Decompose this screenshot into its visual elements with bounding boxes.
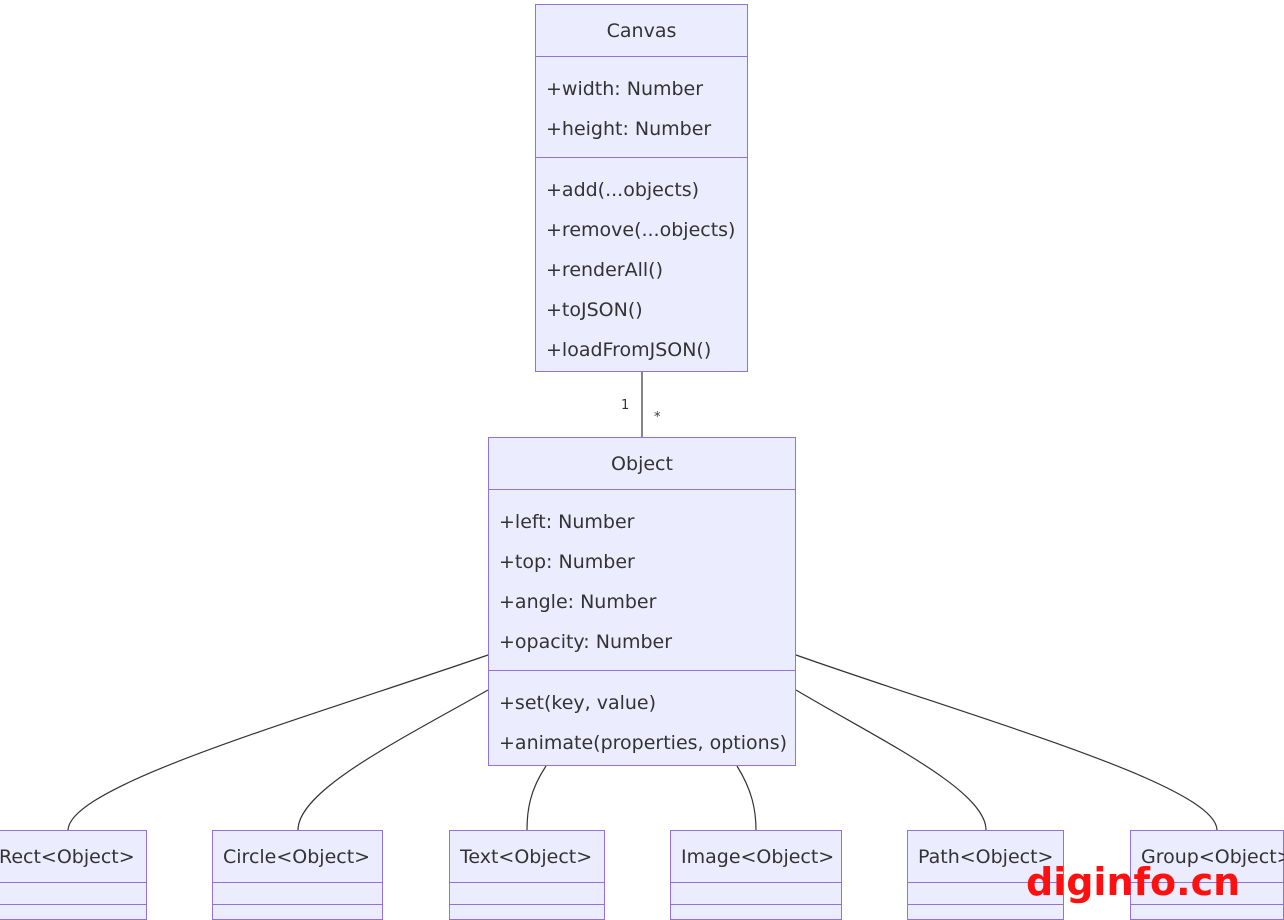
methods-section [908, 905, 1063, 919]
method: +add(...objects) [546, 179, 700, 201]
attributes-section [450, 883, 604, 905]
class-canvas: Canvas +width: Number +height: Number +a… [535, 4, 748, 372]
attributes-section [1131, 883, 1283, 905]
class-name: Rect<Object> [0, 831, 146, 883]
edge-object-group [795, 654, 1218, 831]
methods-section [0, 905, 146, 919]
attribute: +top: Number [499, 551, 635, 573]
edge-object-text [526, 765, 547, 831]
methods-section: +set(key, value) +animate(properties, op… [489, 671, 795, 771]
method: +set(key, value) [499, 692, 657, 714]
class-rect: Rect<Object> [0, 830, 147, 920]
class-path: Path<Object> [907, 830, 1064, 920]
edge-object-rect [67, 654, 489, 831]
method: +toJSON() [546, 299, 643, 321]
attributes-section [908, 883, 1063, 905]
multiplicity-one: 1 [621, 398, 630, 413]
class-circle: Circle<Object> [212, 830, 383, 920]
class-name: Group<Object> [1131, 831, 1284, 883]
watermark-text: diginfo.cn [1026, 860, 1241, 904]
attribute: +angle: Number [499, 591, 657, 613]
class-name: Image<Object> [671, 831, 841, 883]
methods-section [213, 905, 382, 919]
attribute: +width: Number [546, 78, 704, 100]
attribute: +height: Number [546, 118, 712, 140]
edge-object-image [736, 765, 757, 831]
attributes-section [0, 883, 146, 905]
attributes-section: +width: Number +height: Number [536, 57, 747, 158]
class-name: Object [489, 438, 795, 490]
method: +renderAll() [546, 259, 663, 281]
class-name: Circle<Object> [213, 831, 382, 883]
attribute: +left: Number [499, 511, 635, 533]
method: +remove(...objects) [546, 219, 736, 241]
class-image: Image<Object> [670, 830, 842, 920]
methods-section [450, 905, 604, 919]
edge-object-circle [297, 689, 489, 831]
class-object: Object +left: Number +top: Number +angle… [488, 437, 796, 766]
attribute: +opacity: Number [499, 631, 673, 653]
methods-section [1131, 905, 1283, 919]
method: +loadFromJSON() [546, 339, 712, 361]
multiplicity-many: * [654, 410, 661, 425]
methods-section: +add(...objects) +remove(...objects) +re… [536, 158, 747, 378]
class-text: Text<Object> [449, 830, 605, 920]
methods-section [671, 905, 841, 919]
class-name: Text<Object> [450, 831, 604, 883]
class-name: Path<Object> [908, 831, 1063, 883]
method: +animate(properties, options) [499, 732, 788, 754]
class-name: Canvas [536, 5, 747, 57]
edge-object-path [795, 689, 987, 831]
attributes-section [671, 883, 841, 905]
attributes-section: +left: Number +top: Number +angle: Numbe… [489, 490, 795, 671]
attributes-section [213, 883, 382, 905]
